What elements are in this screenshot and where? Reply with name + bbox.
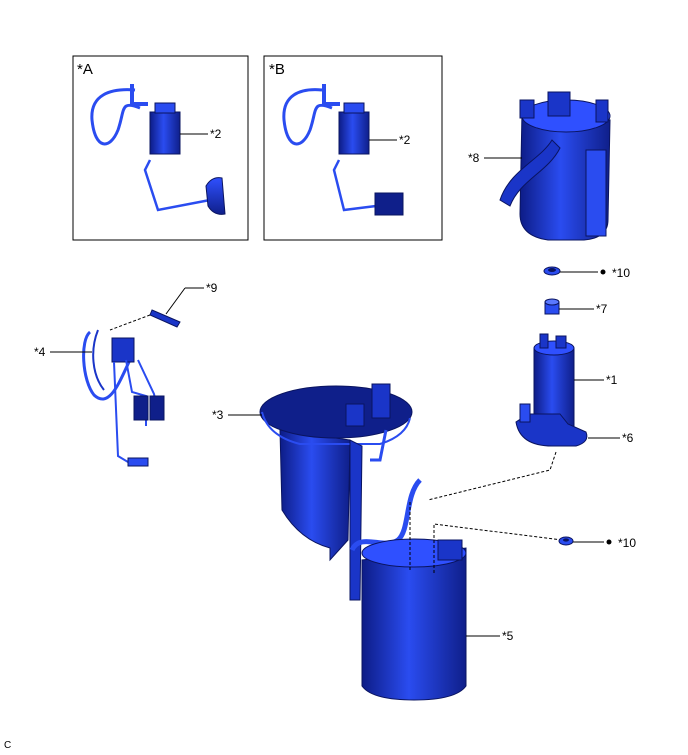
label-1: *1 [606,373,618,387]
inset-a-frame [72,55,249,241]
inset-b-wire-harness [282,88,333,146]
part-5-sub-tank: *5 [361,538,514,701]
inset-b-label: *B [269,61,285,78]
part-8-housing: *8 [468,91,611,241]
inset-b: *B *2 [263,55,443,241]
label-4: *4 [34,345,46,359]
part-7-cushion: *7 [544,298,608,316]
dashed-guides [409,451,563,574]
corner-code: C [4,740,11,751]
part-9-hose: *9 [109,281,218,331]
inset-b-float-arm [332,159,377,212]
label-6: *6 [622,431,634,445]
inset-b-float [374,192,404,216]
label-2-a: *2 [210,127,222,141]
part-10-top-washer: *10 [543,266,630,280]
part-6-bracket: *6 [515,403,634,447]
inset-a-sender-unit [149,111,181,155]
inset-b-frame [263,55,443,241]
label-3: *3 [212,408,224,422]
label-9: *9 [206,281,218,295]
inset-a-wire-harness [90,88,141,146]
dashed-9 [109,314,151,331]
bullet-10-bottom [606,539,612,545]
leader-9 [165,287,186,315]
inset-a-float [205,177,226,215]
inset-a-float-arm [143,159,211,212]
label-2-b: *2 [399,133,411,147]
label-10-top: *10 [612,266,630,280]
label-5: *5 [502,629,514,643]
part-10-bottom-washer: *10 [558,536,636,550]
inset-a: *A *2 [72,55,249,241]
label-8: *8 [468,151,480,165]
inset-a-label: *A [77,61,93,78]
label-10-bottom: *10 [618,536,636,550]
part-1-fuel-pump: *1 [533,333,618,427]
part-4-harness: *4 [34,329,165,467]
inset-b-sender-unit [338,111,370,155]
part-3-flange-assembly: *3 [212,383,413,601]
label-7: *7 [596,302,608,316]
bullet-10-top [600,269,606,275]
